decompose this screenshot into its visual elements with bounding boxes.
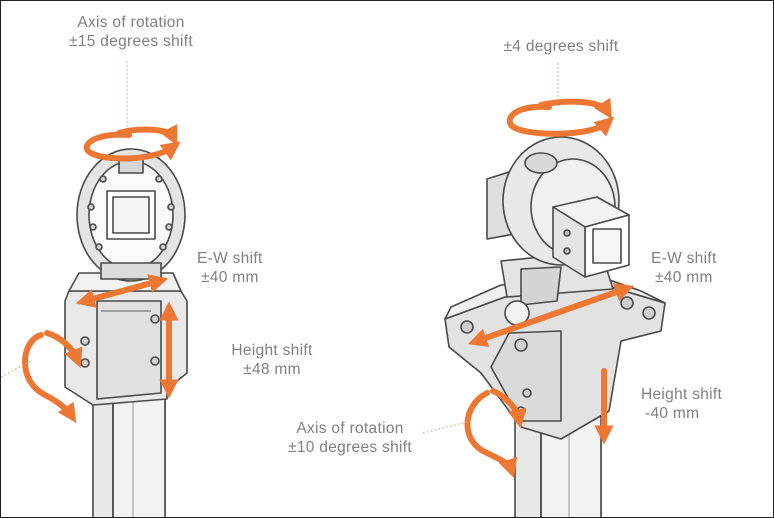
label-right-height-shift-line2: -40 mm xyxy=(645,405,700,422)
left-arrows xyxy=(22,124,181,423)
label-left-height-shift-line1: Height shift xyxy=(231,342,313,359)
left-side-rotation-arrow xyxy=(22,332,77,423)
right-ew-arrow xyxy=(467,283,635,347)
label-right-height-shift-line1: Height shift xyxy=(641,386,723,403)
left-side-leader xyxy=(1,360,32,378)
right-square-tube xyxy=(552,196,630,278)
leader-lines xyxy=(1,61,559,434)
label-right-ew-shift-line1: E-W shift xyxy=(651,250,717,267)
right-side-rotation-arrow xyxy=(464,390,518,479)
label-right-rotation-bottom: Axis of rotation ±10 degrees shift xyxy=(257,419,443,457)
label-right-rotation-bottom-line1: Axis of rotation xyxy=(296,420,404,437)
label-right-top-shift: ±4 degrees shift xyxy=(461,37,661,56)
label-right-rotation-bottom-line2: ±10 degrees shift xyxy=(288,439,412,456)
label-right-ew-shift: E-W shift ±40 mm xyxy=(651,249,717,287)
label-right-top-shift-line1: ±4 degrees shift xyxy=(503,38,619,55)
right-top-rotation-arrow-back xyxy=(538,97,612,120)
left-side-rotation-arrow-2 xyxy=(44,330,83,368)
label-left-rotation-top: Axis of rotation ±15 degrees shift xyxy=(41,13,221,51)
left-ring-head xyxy=(76,148,186,282)
left-top-rotation-arrow xyxy=(83,131,181,162)
right-top-rotation-arrow xyxy=(506,103,615,137)
label-left-rotation-top-line1: Axis of rotation xyxy=(77,14,185,31)
label-left-ew-shift: E-W shift ±40 mm xyxy=(197,249,263,287)
right-arrows xyxy=(464,97,635,479)
left-top-rotation-arrow-back xyxy=(116,124,178,146)
label-left-ew-shift-line2: ±40 mm xyxy=(201,269,259,286)
label-right-ew-shift-line2: ±40 mm xyxy=(655,269,713,286)
label-right-height-shift: Height shift -40 mm xyxy=(641,385,722,423)
right-side-leader xyxy=(422,420,472,434)
label-left-ew-shift-line1: E-W shift xyxy=(197,250,263,267)
label-left-rotation-top-line2: ±15 degrees shift xyxy=(69,33,193,50)
left-ew-arrow xyxy=(75,274,169,308)
label-left-height-shift: Height shift ±48 mm xyxy=(207,341,337,379)
label-left-height-shift-line2: ±48 mm xyxy=(243,361,301,378)
right-mount xyxy=(444,136,666,517)
right-side-rotation-arrow-2 xyxy=(490,388,527,429)
